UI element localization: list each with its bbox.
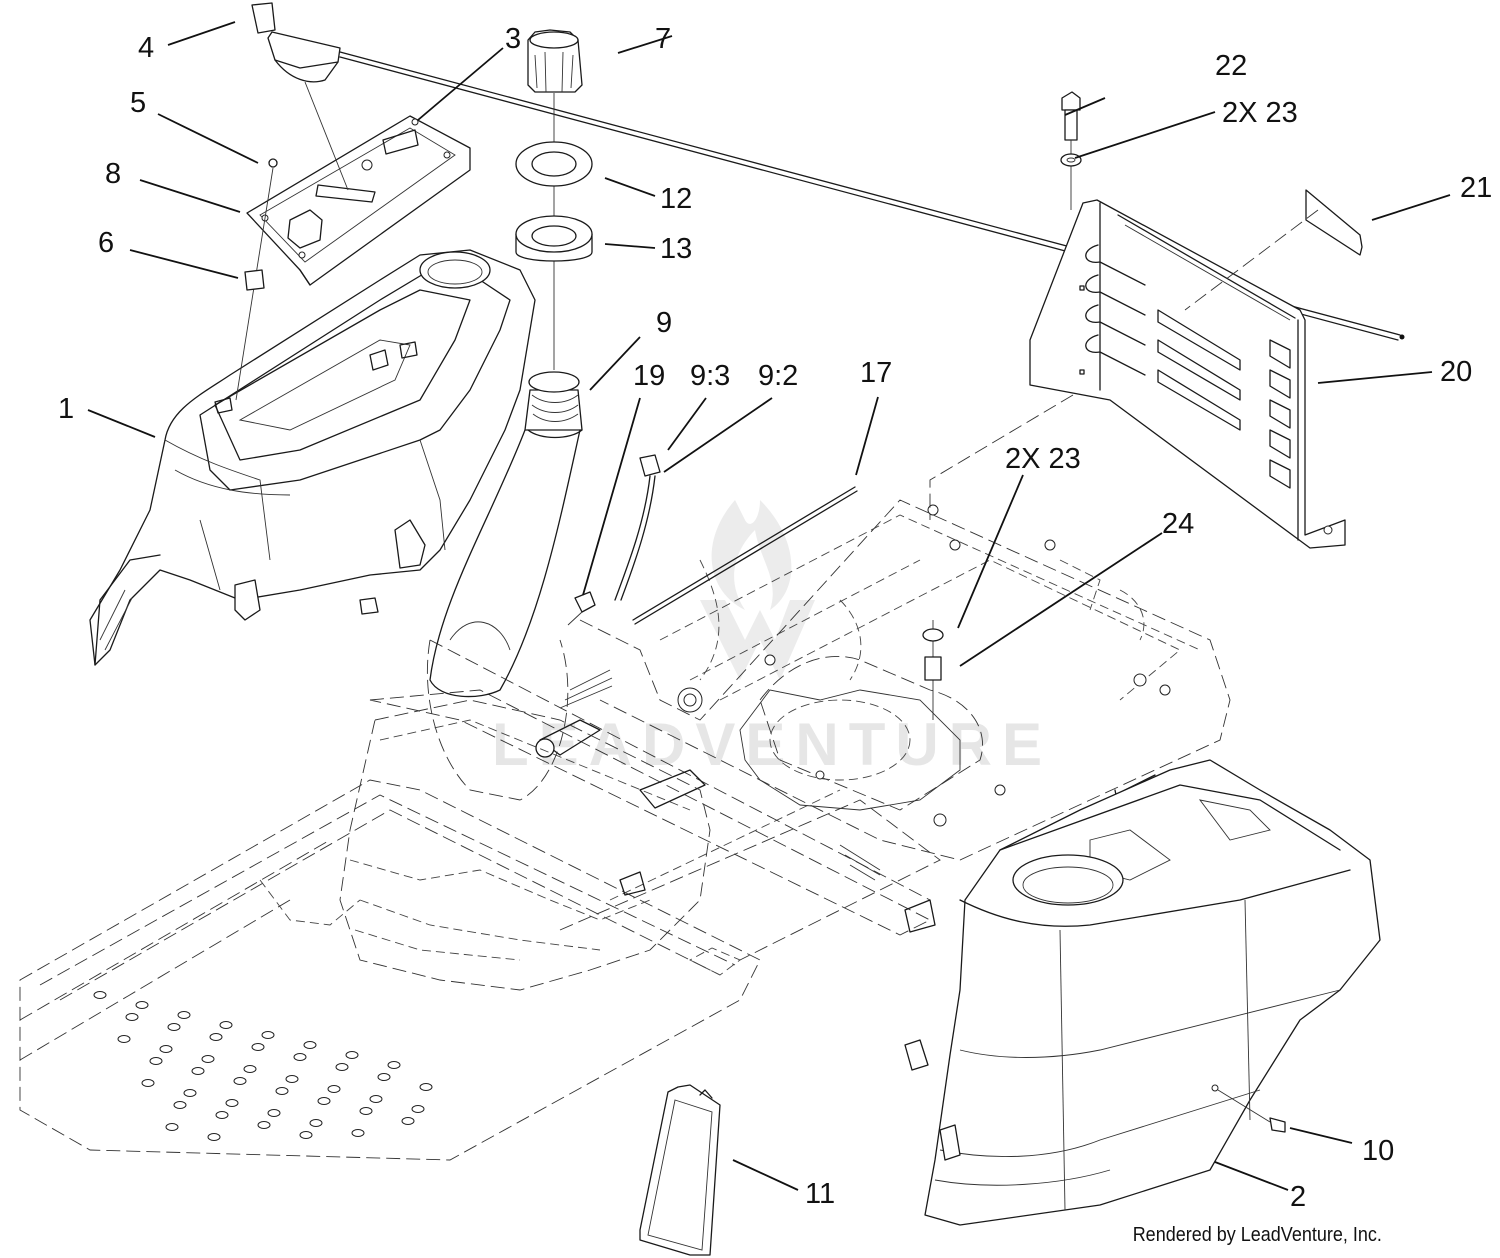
floor-rivet-hole bbox=[267, 1109, 281, 1117]
floor-rivet-hole bbox=[303, 1041, 317, 1049]
floor-rivet-hole bbox=[335, 1063, 349, 1071]
callout-23-upper: 2X 23 bbox=[1222, 97, 1298, 129]
callout-1: 1 bbox=[58, 393, 74, 425]
floor-rivet-hole bbox=[411, 1105, 425, 1113]
leaders bbox=[87, 21, 1451, 1191]
floor-rivet-hole bbox=[257, 1121, 271, 1129]
floor-rivet-hole bbox=[419, 1083, 433, 1091]
floor-rivet-hole bbox=[243, 1065, 257, 1073]
floor-rivet-hole bbox=[159, 1045, 173, 1053]
floor-rivet-hole bbox=[275, 1087, 289, 1095]
callout-7: 7 bbox=[655, 23, 671, 55]
floor-rivet-hole bbox=[191, 1067, 205, 1075]
floor-rivet-hole bbox=[149, 1057, 163, 1065]
control-panel bbox=[246, 115, 471, 286]
callout-19: 19 bbox=[633, 360, 665, 392]
floor-rivet-hole bbox=[219, 1021, 233, 1029]
right-fender bbox=[904, 759, 1381, 1226]
callout-20: 20 bbox=[1440, 356, 1472, 388]
floor-rivet-hole bbox=[215, 1111, 229, 1119]
floor-rivet-hole bbox=[299, 1131, 313, 1139]
floor-rivet-hole bbox=[141, 1079, 155, 1087]
rod bbox=[632, 486, 858, 625]
floor-rivet-hole bbox=[345, 1051, 359, 1059]
frame bbox=[359, 499, 1231, 936]
callout-6: 6 bbox=[98, 227, 114, 259]
fuel-tank bbox=[339, 639, 711, 991]
floor-rivet-hole bbox=[261, 1031, 275, 1039]
floor-rivet-hole bbox=[251, 1043, 265, 1051]
floor-rivet-hole bbox=[369, 1095, 383, 1103]
callout-13: 13 bbox=[660, 233, 692, 265]
callout-9-3: 9:3 bbox=[690, 360, 730, 392]
callout-5: 5 bbox=[130, 87, 146, 119]
callout-9-2: 9:2 bbox=[758, 360, 798, 392]
floor-rivet-hole bbox=[165, 1123, 179, 1131]
fuel-sender bbox=[567, 454, 661, 626]
callout-22: 22 bbox=[1215, 50, 1247, 82]
floor-rivet-hole bbox=[233, 1077, 247, 1085]
floor-rivet-hole bbox=[135, 1001, 149, 1009]
floor-rivet-hole bbox=[225, 1099, 239, 1107]
callout-11: 11 bbox=[805, 1178, 835, 1210]
floor-rivet-hole bbox=[125, 1013, 139, 1021]
floor-rivet-hole bbox=[183, 1089, 197, 1097]
callout-9: 9 bbox=[656, 307, 672, 339]
filler-neck bbox=[429, 371, 583, 698]
floor-rivet-hole bbox=[177, 1011, 191, 1019]
floor-rivet-hole bbox=[117, 1035, 131, 1043]
floor-rivet-hole bbox=[173, 1101, 187, 1109]
callout-3: 3 bbox=[505, 23, 521, 55]
seat-bracket bbox=[1029, 189, 1363, 549]
floor-pan bbox=[19, 779, 941, 1161]
panel-hardware bbox=[235, 158, 278, 401]
callouts: 4 3 7 5 8 6 12 13 9 1 19 9:3 9:2 17 2X 2… bbox=[58, 23, 1492, 1213]
floor-rivet-hole bbox=[351, 1129, 365, 1137]
callout-4: 4 bbox=[138, 32, 154, 64]
floor-rivet-hole bbox=[207, 1133, 221, 1141]
floor-rivet-hole bbox=[387, 1061, 401, 1069]
floor-rivet-hole bbox=[285, 1075, 299, 1083]
callout-8: 8 bbox=[105, 158, 121, 190]
floor-rivet-hole bbox=[209, 1033, 223, 1041]
floor-rivet-hole bbox=[93, 991, 107, 999]
floor-rivet-hole bbox=[317, 1097, 331, 1105]
fuel-cap-stack bbox=[515, 29, 593, 370]
callout-21: 21 bbox=[1460, 172, 1492, 204]
access-cover bbox=[639, 1084, 721, 1256]
floor-rivet-hole bbox=[327, 1085, 341, 1093]
credit-text: Rendered by LeadVenture, Inc. bbox=[1132, 1224, 1382, 1246]
callout-2: 2 bbox=[1290, 1181, 1306, 1213]
bracket-hardware bbox=[922, 91, 1082, 720]
floor-rivet-hole bbox=[359, 1107, 373, 1115]
floor-rivet-hole bbox=[293, 1053, 307, 1061]
floor-rivet-hole bbox=[201, 1055, 215, 1063]
callout-24: 24 bbox=[1162, 508, 1194, 540]
floor-rivet-hole bbox=[167, 1023, 181, 1031]
callout-23-lower: 2X 23 bbox=[1005, 443, 1081, 475]
callout-12: 12 bbox=[660, 183, 692, 215]
callout-10: 10 bbox=[1362, 1135, 1394, 1167]
floor-rivet-hole bbox=[377, 1073, 391, 1081]
floor-rivet-hole bbox=[401, 1117, 415, 1125]
callout-17: 17 bbox=[860, 357, 892, 389]
left-fender bbox=[89, 249, 536, 666]
floor-rivet-hole bbox=[309, 1119, 323, 1127]
